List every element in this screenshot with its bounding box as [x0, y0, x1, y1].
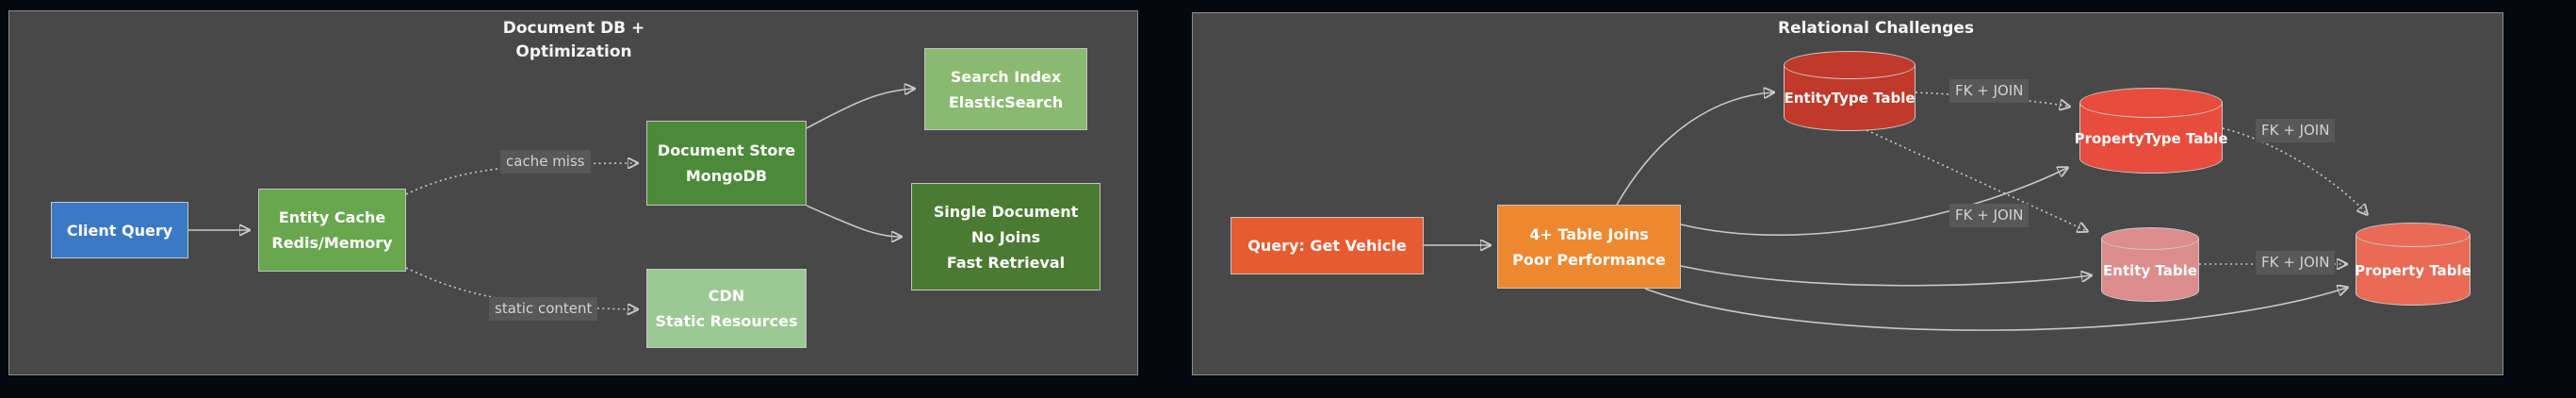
- edge-label-static-content: static content: [489, 297, 598, 321]
- left-diagram-panel: Document DB + Optimization Client Query …: [8, 10, 1138, 375]
- node-label: PropertyType Table: [2075, 118, 2228, 158]
- node-label: Redis/Memory: [271, 234, 393, 252]
- node-document-store: Document Store MongoDB: [646, 121, 807, 206]
- edge-document-store-to-single-document: [806, 205, 901, 237]
- edge-table-joins-to-property-table: [1644, 288, 2347, 331]
- node-label: Static Resources: [655, 312, 798, 330]
- node-label: MongoDB: [685, 167, 768, 185]
- edge-label-fk-join-2: FK + JOIN: [1949, 204, 2030, 227]
- edge-label-fk-join-1: FK + JOIN: [1949, 79, 2030, 103]
- node-label: Property Table: [2355, 247, 2471, 293]
- edge-document-store-to-search-index: [806, 89, 914, 129]
- node-entity-cache: Entity Cache Redis/Memory: [258, 189, 406, 272]
- left-title-line-1: Document DB +: [502, 19, 645, 38]
- node-label: Entity Cache: [278, 208, 386, 226]
- node-label: No Joins: [970, 227, 1041, 246]
- node-label: EntityType Table: [1784, 79, 1916, 117]
- edge-table-joins-to-entitytype: [1616, 92, 1773, 206]
- node-query-get-vehicle: Query: Get Vehicle: [1231, 217, 1424, 274]
- cylinder-top: [1784, 51, 1916, 79]
- node-label: Single Document: [933, 202, 1079, 221]
- node-label: Fast Retrieval: [946, 253, 1066, 272]
- right-title-line: Relational Challenges: [1777, 19, 1975, 38]
- cylinder-top: [2101, 227, 2199, 250]
- node-entitytype-table: EntityType Table: [1784, 51, 1916, 131]
- node-label: ElasticSearch: [948, 92, 1064, 111]
- edge-entity-cache-to-document-store: [405, 163, 637, 195]
- node-label: Query: Get Vehicle: [1247, 237, 1407, 255]
- node-cdn: CDN Static Resources: [646, 269, 807, 348]
- node-label: Entity Table: [2101, 250, 2199, 290]
- node-label: CDN: [708, 287, 745, 305]
- left-diagram-title: Document DB + Optimization: [432, 17, 715, 64]
- edge-propertytype-to-property-table-fk: [2222, 127, 2367, 214]
- cylinder-top: [2079, 88, 2223, 118]
- node-label-text: Entity Table: [2103, 261, 2197, 279]
- edge-label-cache-miss: cache miss: [500, 150, 591, 174]
- edge-label-fk-join-4: FK + JOIN: [2256, 251, 2336, 274]
- node-label: Poor Performance: [1512, 250, 1666, 269]
- edge-label-fk-join-3: FK + JOIN: [2256, 119, 2336, 142]
- node-label: Document Store: [657, 141, 796, 159]
- left-diagram-edges: [188, 11, 1139, 376]
- node-search-index: Search Index ElasticSearch: [924, 48, 1087, 130]
- edge-table-joins-to-propertytype: [1680, 168, 2067, 237]
- edge-table-joins-to-entity-table: [1680, 265, 2091, 287]
- right-diagram-title: Relational Challenges: [1735, 17, 2017, 41]
- node-label: Client Query: [66, 221, 173, 240]
- node-label-text: EntityType Table: [1784, 90, 1916, 107]
- node-label-text: Property Table: [2355, 261, 2471, 279]
- node-propertytype-table: PropertyType Table: [2075, 88, 2228, 174]
- right-diagram-panel: Relational Challenges Query: Get Vehicle…: [1192, 12, 2503, 375]
- node-entity-table: Entity Table: [2101, 227, 2199, 302]
- node-label: 4+ Table Joins: [1529, 224, 1649, 243]
- node-table-joins: 4+ Table Joins Poor Performance: [1497, 205, 1681, 289]
- node-single-document: Single Document No Joins Fast Retrieval: [911, 183, 1101, 290]
- node-property-table: Property Table: [2355, 223, 2471, 306]
- left-title-line-2: Optimization: [515, 42, 632, 61]
- node-label-text: PropertyType Table: [2074, 129, 2228, 147]
- node-label: Search Index: [950, 67, 1062, 86]
- node-client-query: Client Query: [51, 202, 188, 258]
- cylinder-top: [2356, 223, 2470, 247]
